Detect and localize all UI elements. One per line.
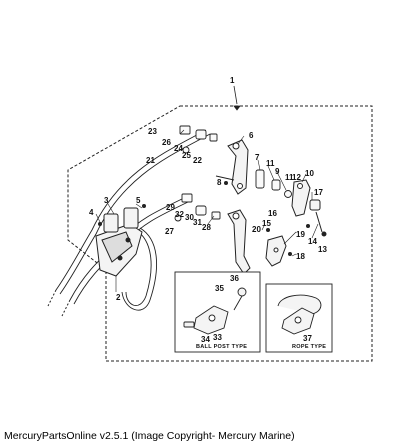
right-lever [291,179,327,237]
fasteners [98,181,310,256]
cable-loop [121,227,158,311]
upper-lever [215,139,249,195]
callout-26: 26 [162,138,171,147]
callout-11b: 11 [285,173,294,182]
callout-31: 31 [193,218,202,227]
ball-post-drawing [183,287,247,335]
callout-28: 28 [202,223,211,232]
callout-14: 14 [308,237,317,246]
cable-ends [47,289,71,317]
callout-17: 17 [314,188,323,197]
callout-25: 25 [182,151,191,160]
callout-6: 6 [249,131,254,140]
callout-24: 24 [174,144,183,153]
callout-35: 35 [215,284,224,293]
callout-13: 13 [318,245,327,254]
callout-19: 19 [296,230,305,239]
callout-18: 18 [296,252,305,261]
callout-11: 11 [266,159,275,168]
callout-3: 3 [104,196,109,205]
callout-21: 21 [146,156,155,165]
callout-12: 12 [292,173,301,182]
callout-37: 37 [303,334,312,343]
callout-20: 20 [252,225,261,234]
callout-32: 32 [175,210,184,219]
leader-1 [233,85,241,111]
ball-post-caption: BALL POST TYPE [196,344,247,350]
callout-1: 1 [230,76,235,85]
callout-9: 9 [275,167,280,176]
callout-22: 22 [193,156,202,165]
callout-34: 34 [201,335,210,344]
callout-27: 27 [165,227,174,236]
callout-labels: 1 2 3 4 5 6 7 8 9 10 11 11 12 13 14 15 1… [89,76,327,344]
copyright-footer: MercuryPartsOnline v2.5.1 (Image Copyrig… [4,430,295,442]
mounting-bracket [95,207,143,277]
callout-4: 4 [89,208,94,217]
upper-bushings [179,125,218,154]
callout-2: 2 [116,293,121,302]
callout-29: 29 [166,203,175,212]
callout-15: 15 [262,219,271,228]
callout-36: 36 [230,274,239,283]
assembly-boundary [67,105,373,362]
rope-caption: ROPE TYPE [292,344,326,350]
callout-23: 23 [148,127,157,136]
lower-bushings [174,193,221,222]
callout-8: 8 [217,178,222,187]
cable-upper [55,129,211,295]
callout-33: 33 [213,333,222,342]
lower-lever [227,209,287,275]
leader-lines [95,129,319,292]
callout-7: 7 [255,153,260,162]
callout-30: 30 [185,213,194,222]
callout-10: 10 [305,169,314,178]
callout-16: 16 [268,209,277,218]
callout-5: 5 [136,196,141,205]
rope-drawing [277,294,322,335]
